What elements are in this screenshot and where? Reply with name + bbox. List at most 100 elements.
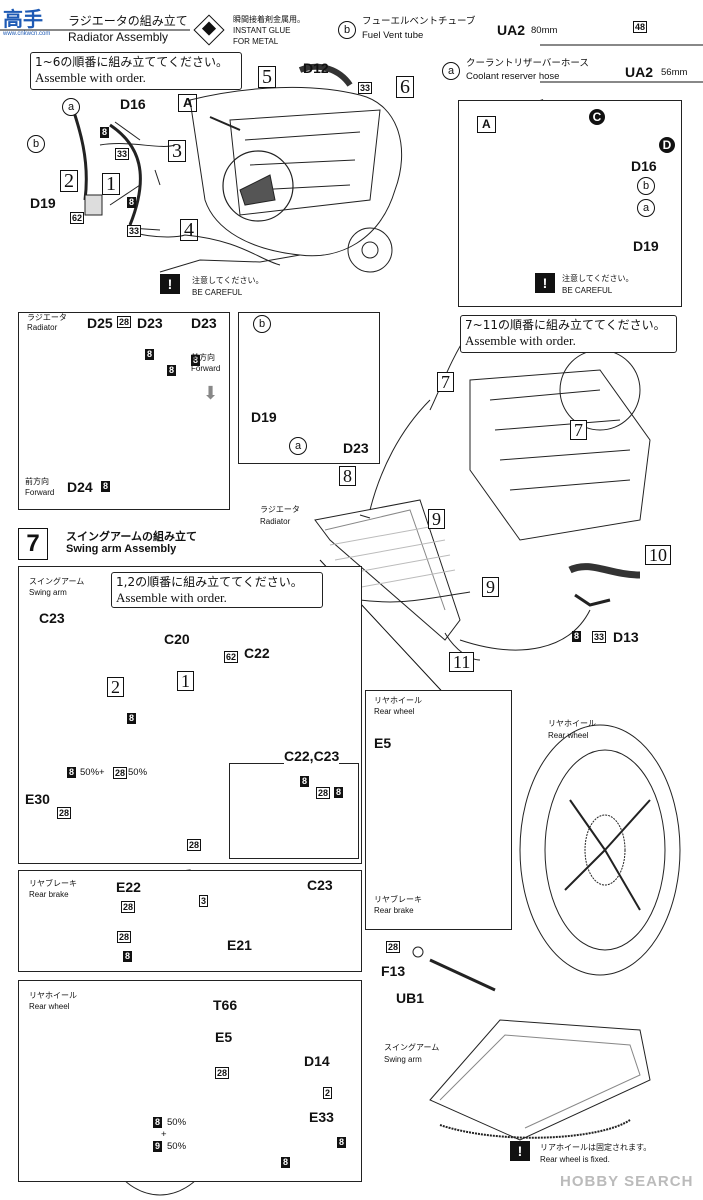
view-a-part-d19: D19 xyxy=(633,238,659,254)
step-7-b: 7 xyxy=(570,420,587,440)
paint-8-c: 8 xyxy=(145,349,155,360)
rear-wheel-en-b: Rear wheel xyxy=(374,707,415,716)
caution-icon-3: ! xyxy=(510,1141,530,1161)
rear-brake-en-b: Rear brake xyxy=(374,906,414,915)
fuel-vent-length: 80mm xyxy=(531,25,558,36)
paint-33-c: 33 xyxy=(127,225,142,237)
paint-8-l: 8 xyxy=(123,951,133,962)
rear-wheel-en-a: Rear wheel xyxy=(29,1002,70,1011)
hose-part-d23: D23 xyxy=(343,440,369,456)
order-note-2-en: Assemble with order. xyxy=(465,333,576,348)
paint-8-g: 8 xyxy=(572,631,582,642)
order-note-2-jp: 7~11の順番に組み立ててください。 xyxy=(465,318,666,332)
coolant-hose-code: UA2 xyxy=(625,64,654,80)
view-a-letter-b: b xyxy=(637,177,655,195)
step-4: 4 xyxy=(180,219,198,241)
view-a-letter-d: D xyxy=(659,137,675,153)
part-e21: E21 xyxy=(227,937,252,953)
paint-28-d: 28 xyxy=(187,839,202,851)
hobby-search-watermark: HOBBY SEARCH xyxy=(560,1173,694,1190)
radiator-inset-en: Radiator xyxy=(27,323,58,332)
letter-b-1: b xyxy=(27,135,45,153)
step-7-number: 7 xyxy=(18,528,48,560)
radiator-main-en: Radiator xyxy=(260,517,291,526)
careful-jp-1: 注意してください。 xyxy=(192,276,264,285)
part-d25: D25 xyxy=(87,315,113,331)
forward-en-a: Forward xyxy=(191,364,221,373)
radiator-inset: ラジエータ Radiator D25 28 D23 D23 8 8 8 前方向 … xyxy=(18,312,230,510)
coolant-hose-en: Coolant reserver hose xyxy=(466,71,560,82)
step-8: 8 xyxy=(339,466,356,486)
watermark-url: www.cnkwcn.com xyxy=(3,31,51,37)
paint-28-c: 28 xyxy=(57,807,72,819)
rear-wheel-jp-b: リヤホイール xyxy=(374,696,422,705)
paint-8-a: 8 xyxy=(100,127,110,138)
watermark-logo-text: 高手 xyxy=(3,7,43,31)
rear-wheel-panel: リヤホイール Rear wheel T66 E5 D14 28 2 E33 8 … xyxy=(18,980,362,1182)
step-7-title-jp: スイングアームの組み立て xyxy=(66,530,198,543)
view-a-panel-label: A xyxy=(477,116,496,133)
order-note-1-jp: 1~6の順番に組み立ててください。 xyxy=(35,55,228,69)
fuel-vent-code: UA2 xyxy=(497,22,526,38)
paint-8-h: 8 xyxy=(127,713,137,724)
part-c22: C22 xyxy=(244,645,270,661)
fixed-note-en: Rear wheel is fixed. xyxy=(540,1155,610,1164)
paint-28-f: 28 xyxy=(121,901,136,913)
part-f13: F13 xyxy=(381,963,406,979)
careful-jp-2: 注意してください。 xyxy=(562,274,634,283)
radiator-assembly-title-en: Radiator Assembly xyxy=(68,30,169,44)
c22-c23-inset: C22,C23 8 28 8 xyxy=(229,748,359,859)
paint-33-b: 33 xyxy=(115,148,130,160)
coolant-hose-letter: a xyxy=(442,62,460,80)
order-note-1: 1~6の順番に組み立ててください。 Assemble with order. xyxy=(30,52,242,90)
step-7-a: 7 xyxy=(437,372,454,392)
pct-50-c: 50% xyxy=(167,1141,187,1152)
part-c23-a: C23 xyxy=(39,610,65,626)
coolant-hose-length: 56mm xyxy=(661,67,688,78)
part-d23-b: D23 xyxy=(191,315,217,331)
forward-jp-a: 前方向 xyxy=(191,353,215,362)
hose-part-d19: D19 xyxy=(251,409,277,425)
part-c23-b: C23 xyxy=(307,877,333,893)
radiator-inset-jp: ラジエータ xyxy=(27,313,67,322)
part-d24: D24 xyxy=(67,479,93,495)
fuel-vent-letter: b xyxy=(338,21,356,39)
paint-8-d: 8 xyxy=(167,365,177,376)
letter-a-1: a xyxy=(62,98,80,116)
rear-wheel-jp-a: リヤホイール xyxy=(29,991,77,1000)
rear-brake-jp: リヤブレーキ xyxy=(29,879,77,888)
paint-28-b: 28 xyxy=(113,767,128,779)
paint-3: 3 xyxy=(199,895,209,907)
swing-arm-jp-b: スイングアーム xyxy=(384,1043,440,1052)
caution-icon-1: ! xyxy=(160,274,180,294)
hose-inset: b D19 a D23 xyxy=(238,312,380,464)
part-d23-a: D23 xyxy=(137,315,163,331)
rear-brake-panel: リヤブレーキ Rear brake E22 28 3 28 8 E21 C23 xyxy=(18,870,362,972)
watermark-logo: 高手 www.cnkwcn.com xyxy=(3,8,65,46)
paint-8-k: 8 xyxy=(334,787,344,798)
order-note-1-en: Assemble with order. xyxy=(35,70,146,85)
rear-brake-en: Rear brake xyxy=(29,890,69,899)
paint-28-e: 28 xyxy=(316,787,331,799)
glue-note-jp: 瞬間接着剤金属用。 xyxy=(233,15,305,24)
part-d13: D13 xyxy=(613,629,639,645)
swing-arm-en-b: Swing arm xyxy=(384,1055,422,1064)
step-2: 2 xyxy=(60,170,78,192)
paint-33-d: 33 xyxy=(592,631,607,643)
glue-note-en-1: INSTANT GLUE xyxy=(233,26,291,35)
step-3: 3 xyxy=(168,140,186,162)
part-d14: D14 xyxy=(304,1053,330,1069)
paint-8-i: 8 xyxy=(67,767,77,778)
paint-28-h: 28 xyxy=(215,1067,230,1079)
paint-33-a: 33 xyxy=(358,82,373,94)
paint-8-f: 8 xyxy=(101,481,111,492)
step-6: 6 xyxy=(396,76,414,98)
rear-wheel-brake-panel: リヤホイール Rear wheel E5 リヤブレーキ Rear brake xyxy=(365,690,512,930)
part-e5-b: E5 xyxy=(374,735,392,751)
paint-2: 2 xyxy=(323,1087,333,1099)
paint-8-b: 8 xyxy=(127,197,137,208)
order-note-2: 7~11の順番に組み立ててください。 Assemble with order. xyxy=(460,315,677,353)
swing-arm-panel: スイングアーム Swing arm 1,2の順番に組み立ててください。 Asse… xyxy=(18,566,362,864)
paint-8-n: 8 xyxy=(337,1137,347,1148)
